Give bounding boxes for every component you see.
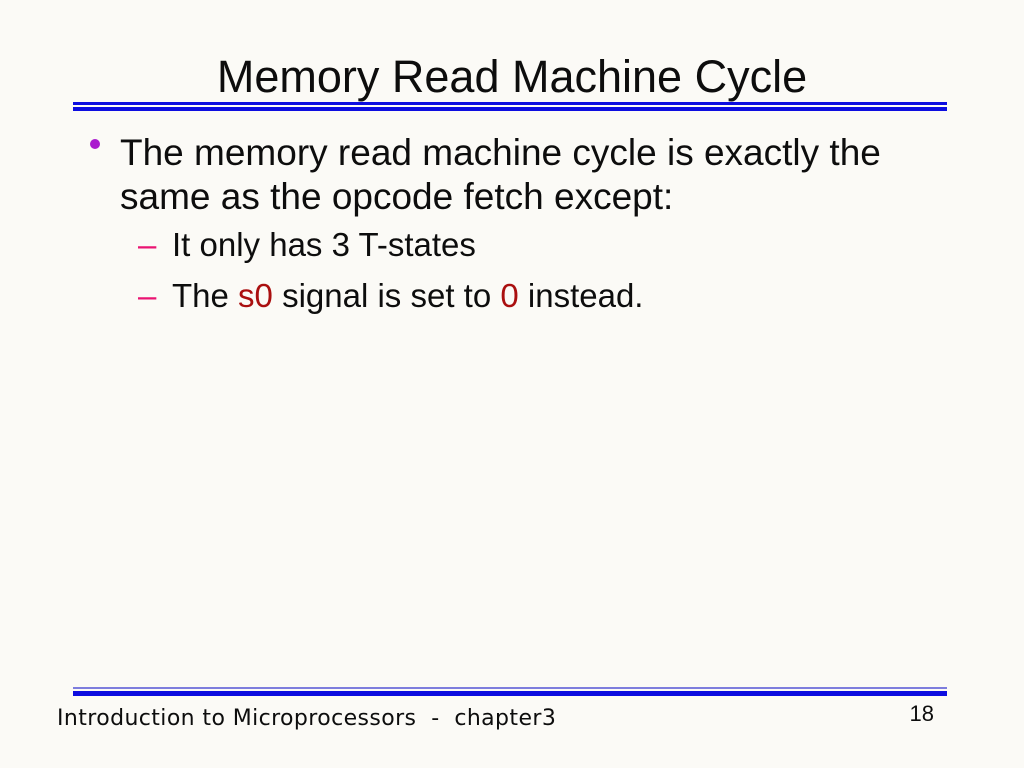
footer-title: Introduction to Microprocessors - chapte… bbox=[57, 706, 557, 731]
sub-bullet-2-text: The s0 signal is set to 0 instead. bbox=[172, 277, 643, 314]
slide-title: Memory Read Machine Cycle bbox=[216, 51, 808, 102]
footer-divider-line bbox=[73, 687, 947, 696]
bullet-dot-icon bbox=[90, 139, 100, 149]
sub-bullet-2: –The s0 signal is set to 0 instead. bbox=[138, 276, 643, 316]
dash-marker-icon: – bbox=[138, 226, 157, 263]
title-divider-line bbox=[73, 102, 947, 111]
sub-bullet-2-part2: signal is set to bbox=[272, 277, 501, 314]
dash-marker-icon: – bbox=[138, 277, 157, 314]
highlight-0: 0 bbox=[500, 277, 519, 314]
sub-bullet-1: –It only has 3 T-states bbox=[138, 225, 476, 265]
divider-top-stripe bbox=[73, 687, 947, 689]
sub-bullet-1-text: It only has 3 T-states bbox=[172, 226, 476, 263]
sub-bullet-2-part1: The bbox=[172, 277, 239, 314]
highlight-s0: s0 bbox=[238, 277, 273, 314]
sub-bullet-2-part3: instead. bbox=[518, 277, 644, 314]
divider-top-stripe bbox=[73, 102, 947, 105]
divider-bottom-stripe bbox=[73, 691, 947, 696]
bullet-text: The memory read machine cycle is exactly… bbox=[120, 132, 881, 217]
divider-bottom-stripe bbox=[73, 107, 947, 111]
page-number: 18 bbox=[909, 701, 934, 726]
